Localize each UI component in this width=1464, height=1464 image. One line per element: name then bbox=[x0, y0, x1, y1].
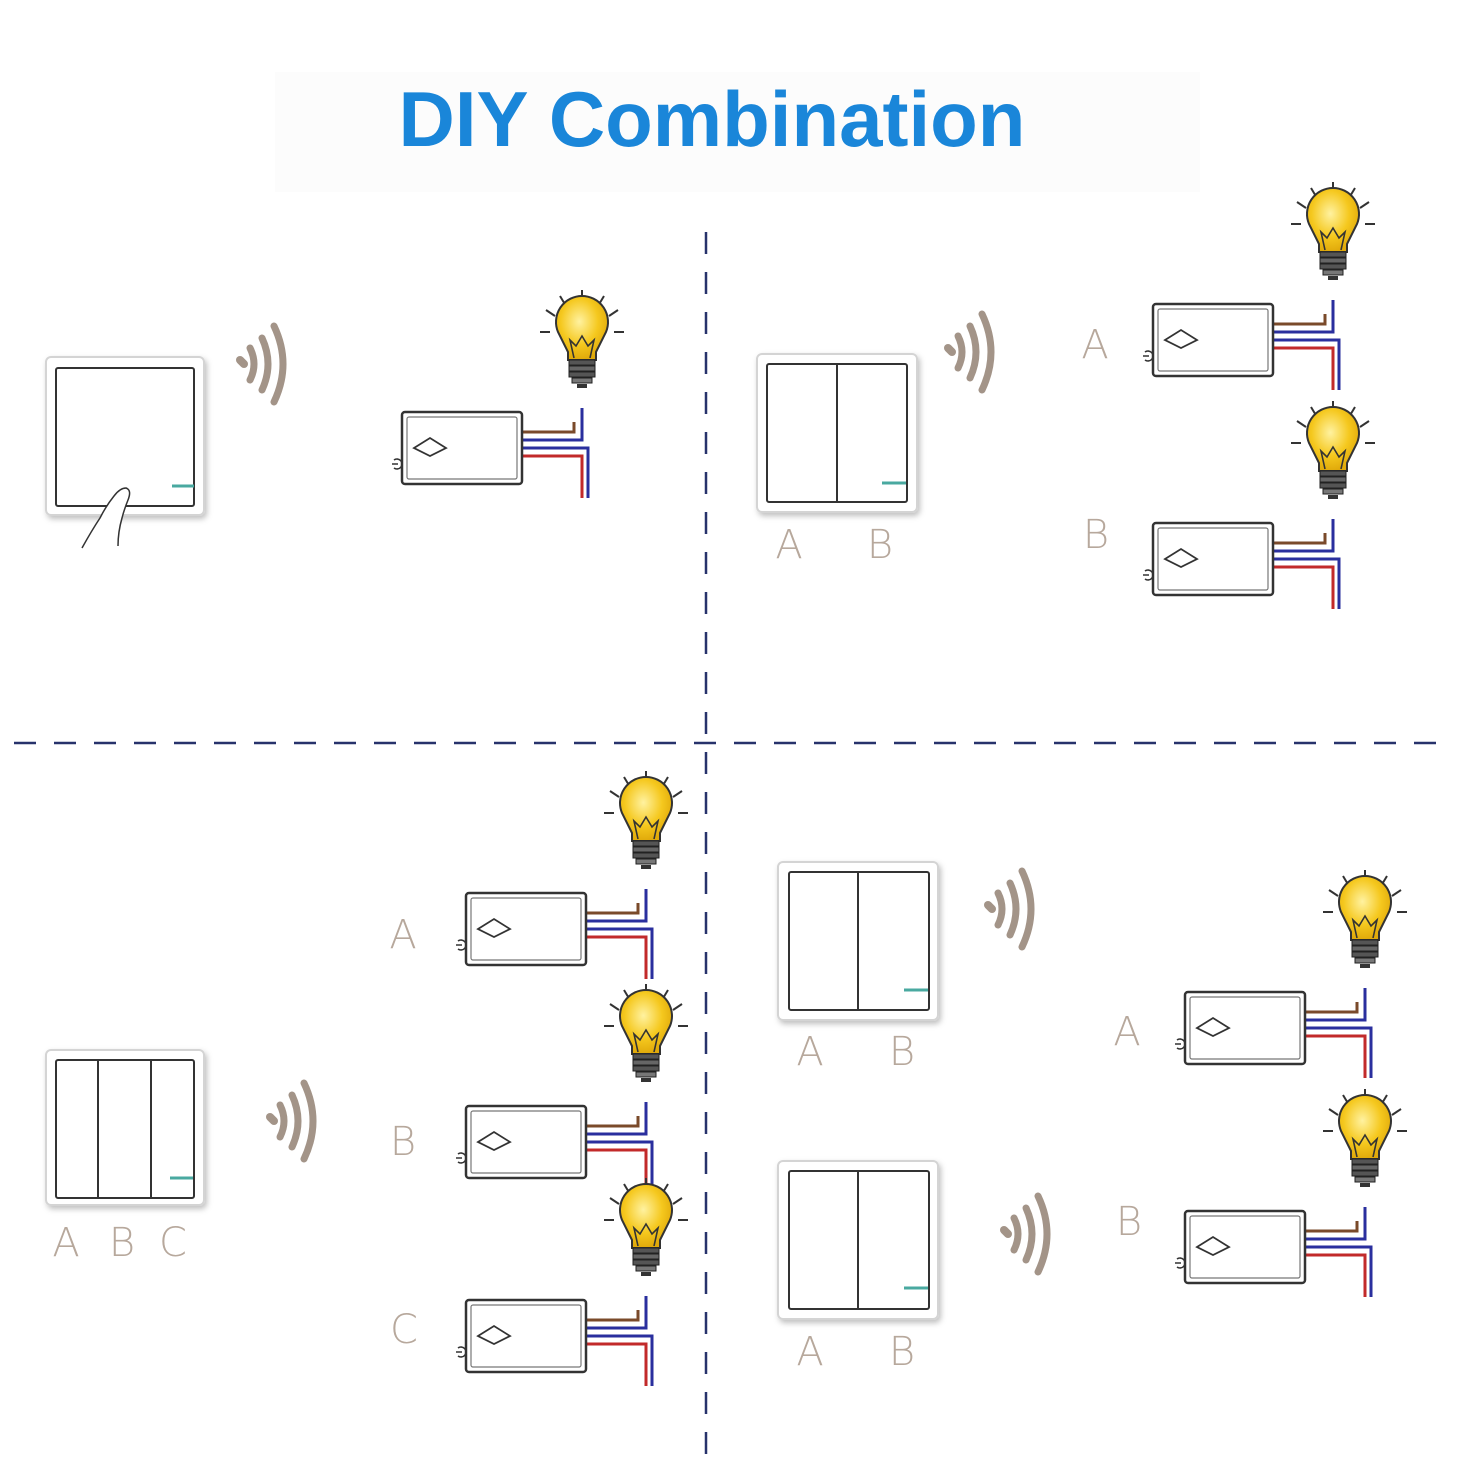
switch-label-b: B bbox=[867, 522, 893, 568]
switch-label-a: A bbox=[52, 1220, 79, 1266]
switch-label-a: A bbox=[796, 1329, 823, 1375]
switch-label-a: A bbox=[796, 1029, 823, 1075]
switch-label-b: B bbox=[889, 1029, 915, 1075]
three-gang-switch bbox=[45, 1049, 205, 1206]
two-gang-switch-upper bbox=[777, 861, 939, 1021]
receiver-label-b: B bbox=[1116, 1199, 1142, 1245]
receiver-with-bulb bbox=[390, 288, 626, 500]
receiver-b-with-bulb bbox=[454, 982, 690, 1194]
receiver-label-b: B bbox=[390, 1119, 416, 1165]
two-gang-switch-lower bbox=[777, 1160, 939, 1320]
switch-label-b: B bbox=[889, 1329, 915, 1375]
title-banner bbox=[275, 72, 1200, 192]
quadrant-top-right: A B A B bbox=[756, 180, 1377, 611]
receiver-c-with-bulb bbox=[454, 1176, 690, 1388]
one-gang-switch bbox=[45, 356, 205, 516]
receiver-label-a: A bbox=[1113, 1009, 1140, 1055]
finger-icon bbox=[81, 487, 131, 549]
wireless-signal-icon bbox=[270, 1083, 313, 1159]
receiver-label-a: A bbox=[389, 912, 416, 958]
receiver-a-with-bulb bbox=[1173, 868, 1409, 1080]
quadrant-bottom-right: A B A B A B bbox=[777, 861, 1409, 1375]
quadrant-top-left bbox=[45, 288, 626, 549]
receiver-a-with-bulb bbox=[454, 769, 690, 981]
switch-label-b: B bbox=[109, 1220, 135, 1266]
switch-label-a: A bbox=[775, 522, 802, 568]
receiver-b-with-bulb bbox=[1173, 1087, 1409, 1299]
receiver-label-c: C bbox=[390, 1307, 418, 1353]
receiver-label-b: B bbox=[1083, 512, 1109, 558]
two-gang-switch bbox=[756, 353, 918, 513]
receiver-label-a: A bbox=[1081, 322, 1108, 368]
page-title: DIY Combination bbox=[399, 75, 1026, 163]
wireless-signal-icon bbox=[240, 326, 283, 402]
receiver-a-with-bulb bbox=[1141, 180, 1377, 392]
wireless-signal-icon bbox=[1004, 1196, 1047, 1272]
quadrant-bottom-left: A B C A B C bbox=[45, 769, 690, 1388]
switch-label-c: C bbox=[159, 1220, 187, 1266]
wireless-signal-icon bbox=[948, 314, 991, 390]
wireless-signal-icon bbox=[988, 871, 1031, 947]
receiver-b-with-bulb bbox=[1141, 399, 1377, 611]
